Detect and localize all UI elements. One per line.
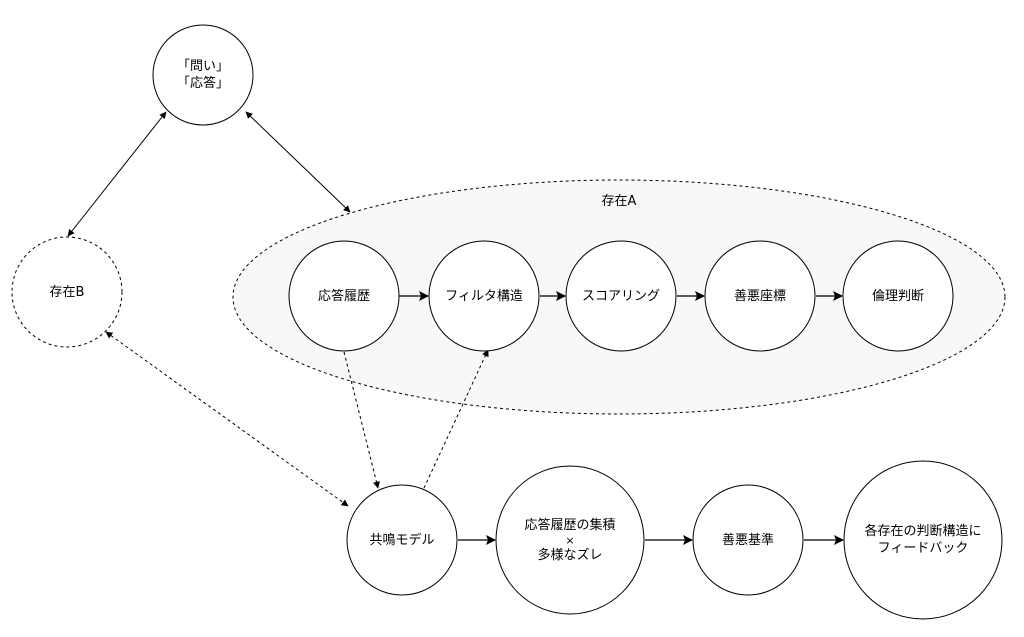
node-scoring — [565, 240, 677, 352]
node-good-evil-standard — [692, 484, 804, 596]
group-label: 存在A — [601, 194, 637, 209]
edge-resonance-filter — [423, 349, 489, 489]
node-filter-structure — [428, 240, 540, 352]
node-good-evil-coordinates — [704, 240, 816, 352]
node-being-b — [11, 236, 123, 348]
node-accumulation — [495, 465, 645, 615]
node-ethical-judgment — [842, 240, 954, 352]
node-response-history — [288, 240, 400, 352]
node-feedback — [843, 460, 1003, 620]
edge-history-resonance — [343, 351, 380, 489]
node-question — [152, 24, 254, 126]
edge-question-beingB — [67, 111, 167, 237]
edge-beingB-resonance — [105, 331, 349, 507]
node-resonance-model — [346, 484, 458, 596]
edge-question-beingA — [245, 111, 351, 213]
